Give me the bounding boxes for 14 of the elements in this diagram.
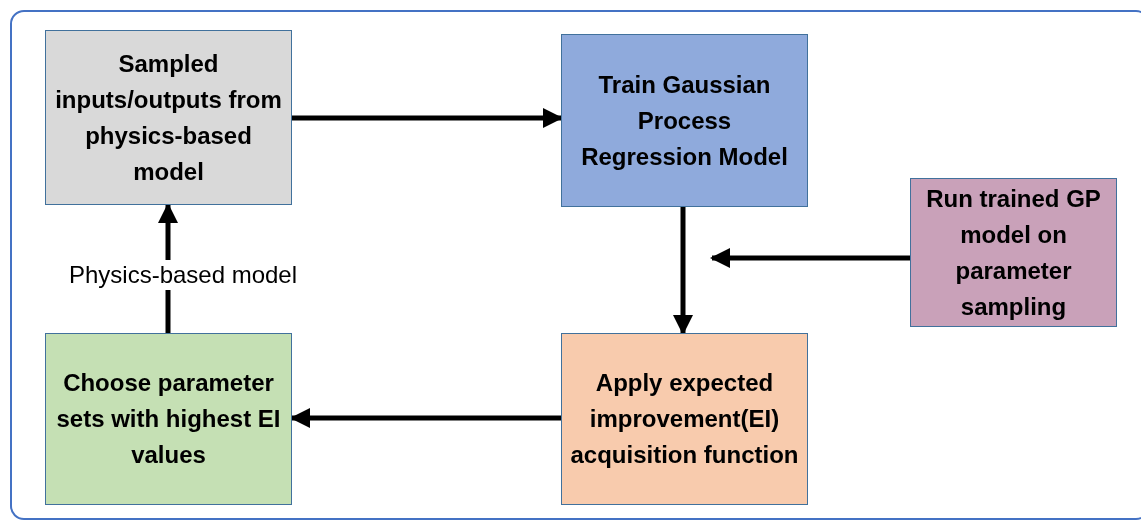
box-text: Run trained GP model on parameter sampling <box>925 183 1102 322</box>
box-text: Train Gaussian Process Regression Model <box>580 69 789 172</box>
arrow <box>290 408 561 428</box>
arrow <box>292 108 563 128</box>
process-box <box>910 178 1117 327</box>
process-box <box>45 30 292 205</box>
box-text: Apply expected improvement(EI) acquisition function <box>570 368 799 470</box>
arrow <box>673 207 693 335</box>
process-box <box>561 333 808 505</box>
arrow <box>710 248 910 268</box>
process-box <box>561 34 808 207</box>
box-text: Choose parameter sets with highest EI values <box>55 368 282 470</box>
box-text: Sampled inputs/outputs from physics-based model <box>54 48 283 187</box>
process-box <box>45 333 292 505</box>
